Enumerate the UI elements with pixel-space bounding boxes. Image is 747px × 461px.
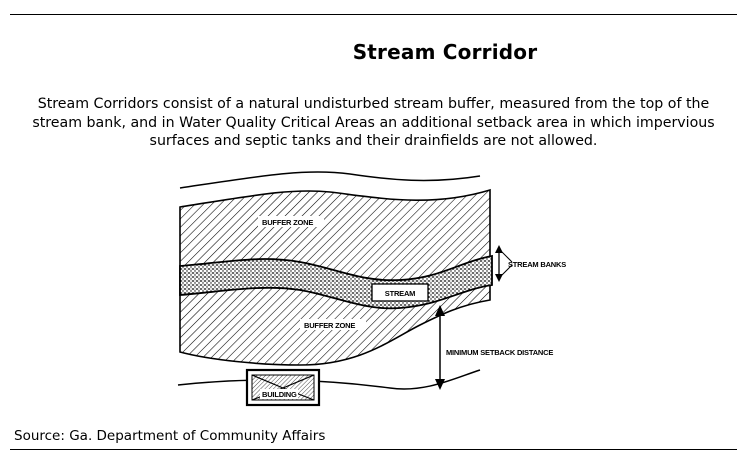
- bottom-rule: [10, 449, 737, 450]
- setback-label: MINIMUM SETBACK DISTANCE: [446, 348, 553, 357]
- corridor-top-edge: [179, 171, 481, 189]
- stream-label-box: [371, 283, 429, 302]
- building-icon: [245, 368, 321, 407]
- top-rule: [10, 14, 737, 15]
- source-credit: Source: Ga. Department of Community Affa…: [14, 428, 326, 444]
- description-text: Stream Corridors consist of a natural un…: [32, 96, 715, 149]
- setback-arrow: [435, 305, 445, 390]
- stream-banks-label: STREAM BANKS: [508, 260, 566, 269]
- building-label: BUILDING: [262, 390, 297, 399]
- buffer-zone-bottom-label: BUFFER ZONE: [304, 321, 355, 330]
- buffer-zone-top-label: BUFFER ZONE: [262, 218, 313, 227]
- stream-banks-arrow: [495, 245, 513, 282]
- stream-label: STREAM: [385, 289, 415, 298]
- corridor-bottom-edge: [177, 369, 481, 390]
- page-title: Stream Corridor: [352, 40, 538, 64]
